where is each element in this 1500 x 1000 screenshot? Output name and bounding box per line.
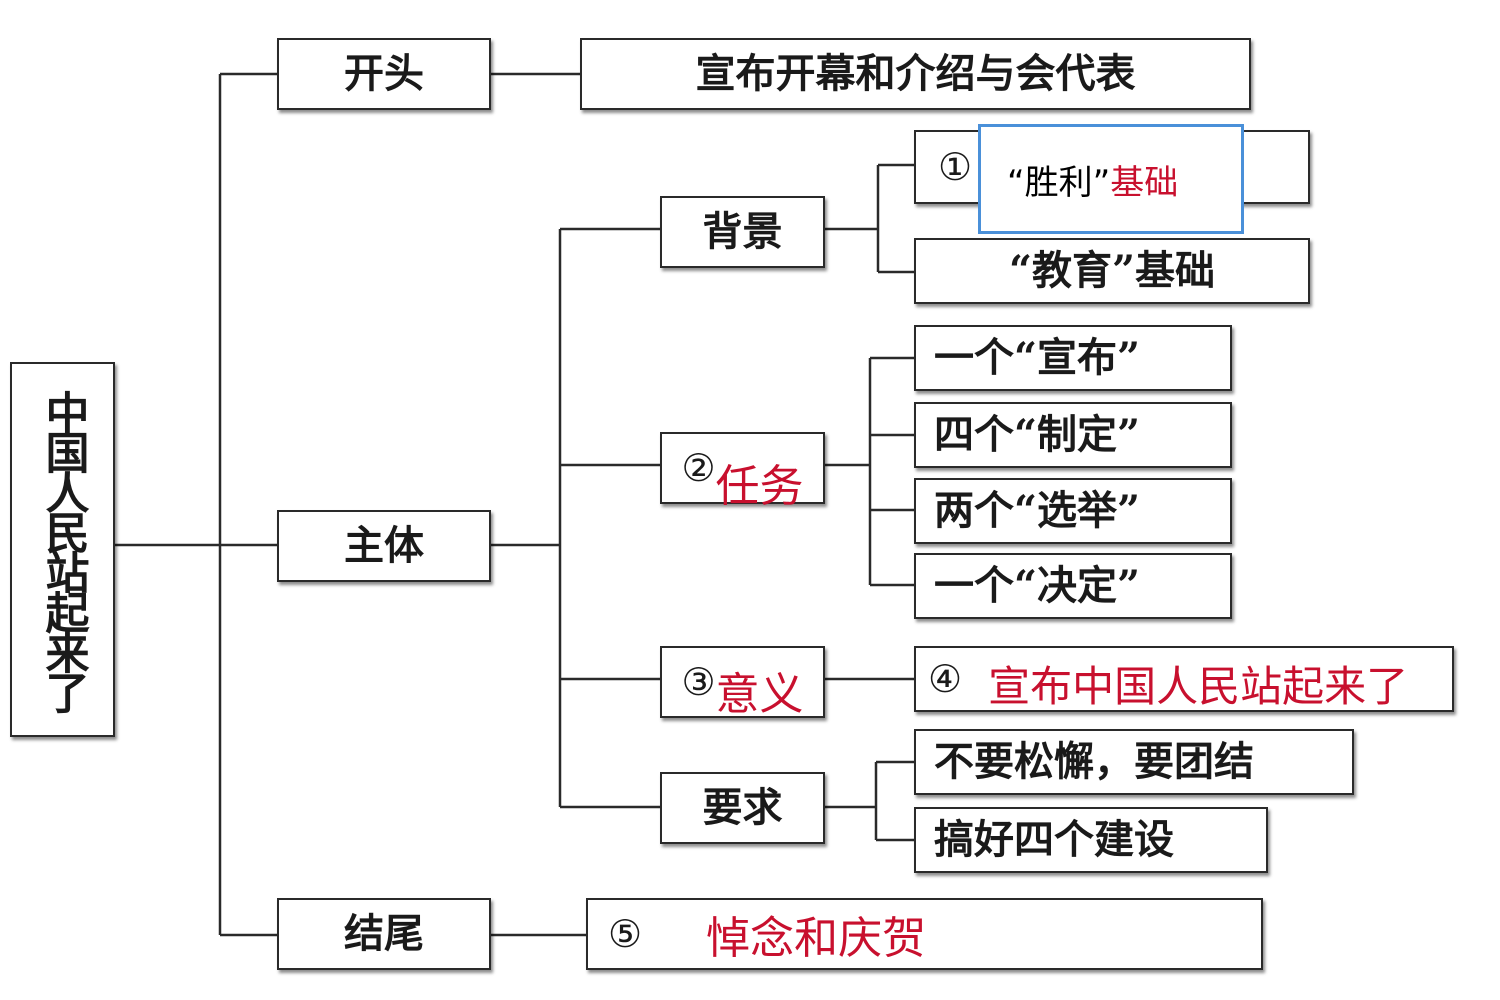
node-task: ② 任务 (660, 432, 825, 512)
task-item-label: 四个“制定” (934, 411, 1141, 458)
node-significance: ③ 意义 (660, 646, 825, 720)
node-ending-label: 结尾 (344, 910, 424, 957)
root-title: 中国人民站起来了 (37, 389, 89, 710)
ending-detail-number: ⑤ (608, 912, 643, 956)
node-background: 背景 (660, 196, 825, 268)
significance-item-answer: 宣布中国人民站起来了 (988, 661, 1409, 711)
node-requirement: 要求 (660, 772, 825, 844)
node-ending-detail: ⑤ 悼念和庆贺 (586, 898, 1263, 970)
node-opening-detail-label: 宣布开幕和介绍与会代表 (695, 50, 1136, 97)
task-answer: 任务 (715, 461, 804, 512)
node-body: 主体 (277, 510, 491, 582)
task-item-label: 两个“选举” (934, 487, 1141, 534)
task-item: 四个“制定” (914, 402, 1232, 468)
requirement-item: 不要松懈，要团结 (914, 729, 1354, 795)
task-item-label: 一个“宣布” (934, 334, 1141, 381)
task-item-label: 一个“决定” (934, 562, 1141, 609)
root-node: 中国人民站起来了 (10, 362, 115, 737)
significance-answer: 意义 (715, 669, 804, 720)
node-opening: 开头 (277, 38, 491, 110)
ending-detail-answer: 悼念和庆贺 (706, 913, 927, 964)
node-background-label: 背景 (702, 208, 783, 255)
background-item-2: “教育”基础 (914, 238, 1310, 304)
significance-item-number: ④ (928, 657, 963, 701)
answer-overlay-box: “胜利” 基础 (978, 124, 1244, 234)
background-item-1-answer: 基础 (1110, 162, 1179, 203)
task-item: 两个“选举” (914, 478, 1232, 544)
requirement-item-label: 不要松懈，要团结 (934, 738, 1254, 785)
node-opening-detail: 宣布开幕和介绍与会代表 (580, 38, 1251, 110)
background-item-1-quote: “胜利” (1007, 162, 1111, 203)
node-opening-label: 开头 (344, 50, 424, 97)
significance-item: ④ 宣布中国人民站起来了 (914, 646, 1454, 712)
requirement-item-label: 搞好四个建设 (934, 816, 1174, 863)
task-number: ② (681, 446, 716, 490)
node-body-label: 主体 (344, 522, 424, 569)
requirement-item: 搞好四个建设 (914, 807, 1268, 873)
task-item: 一个“宣布” (914, 325, 1232, 391)
background-item-2-label: “教育”基础 (1008, 247, 1215, 294)
significance-number: ③ (681, 660, 716, 704)
task-item: 一个“决定” (914, 553, 1232, 619)
node-requirement-label: 要求 (702, 784, 783, 831)
background-item-1-number: ① (938, 145, 973, 189)
node-ending: 结尾 (277, 898, 491, 970)
